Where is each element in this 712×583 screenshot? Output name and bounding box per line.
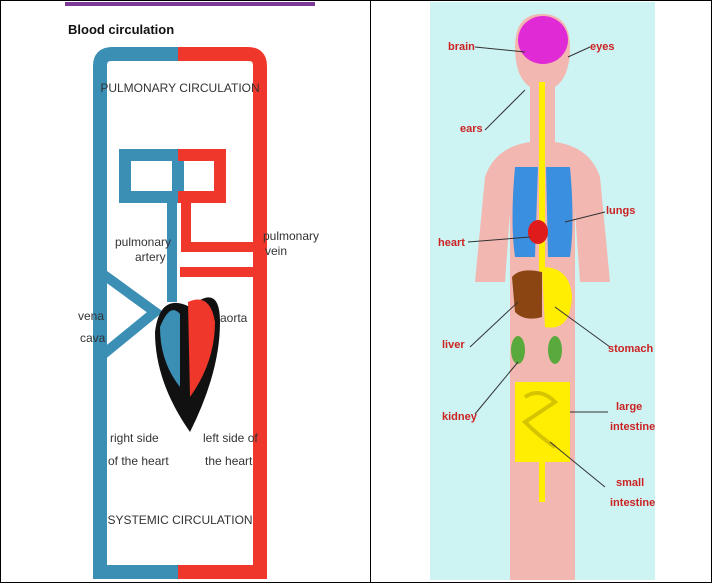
table-border-top	[0, 0, 712, 1]
pulmonary-loop-blue	[125, 162, 178, 197]
systemic-circulation-label: SYSTEMIC CIRCULATION	[107, 513, 252, 527]
large-intestine-label-1: large	[616, 401, 642, 413]
liver-organ	[512, 270, 542, 318]
ears-label: ears	[460, 123, 483, 135]
lungs-label: lungs	[606, 205, 635, 217]
heart-organ	[528, 220, 548, 244]
heart-label: heart	[438, 237, 465, 249]
pulmonary-vein-label-2: vein	[265, 244, 287, 258]
eyes-label: eyes	[590, 41, 614, 53]
large-intestine-label-2: intestine	[610, 421, 655, 433]
pulmonary-loop-red	[178, 155, 220, 197]
vena-cava-label-2: cava	[80, 331, 106, 345]
table-border-left	[0, 0, 1, 583]
right-side-label-1: right side	[110, 431, 159, 445]
pulmonary-artery-label-2: artery	[135, 250, 166, 264]
left-lung-organ	[513, 167, 539, 257]
accent-bar	[65, 2, 315, 6]
liver-label: liver	[442, 339, 465, 351]
pulmonary-artery-label-1: pulmonary	[115, 235, 171, 249]
right-lung-organ	[546, 167, 573, 257]
right-side-label-2: of the heart	[108, 454, 169, 468]
diagram-title: Blood circulation	[68, 22, 174, 37]
pulmonary-circulation-label: PULMONARY CIRCULATION	[100, 81, 259, 95]
right-kidney-organ	[548, 336, 562, 364]
kidney-label: kidney	[442, 411, 478, 423]
small-intestine-label-1: small	[616, 477, 644, 489]
small-intestine-label-2: intestine	[610, 497, 655, 509]
blood-circulation-diagram: Blood circulation PULMONARY CIRCULATION …	[60, 2, 320, 583]
aorta-label: aorta	[220, 311, 248, 325]
pulmonary-loop-blue-top	[125, 155, 178, 197]
stomach-label: stomach	[608, 343, 654, 355]
brain-label: brain	[448, 41, 475, 53]
brain-organ	[518, 16, 568, 64]
vena-cava-label-1: vena	[78, 309, 104, 323]
pulmonary-vein-vessel	[186, 202, 260, 247]
pulmonary-vein-label-1: pulmonary	[263, 229, 319, 243]
left-side-label-1: left side of	[203, 431, 258, 445]
vena-cava-diagonals	[100, 272, 155, 357]
table-divider	[370, 0, 371, 583]
human-body-diagram: brain eyes ears lungs heart liver stomac…	[430, 2, 655, 580]
left-kidney-organ	[511, 336, 525, 364]
left-side-label-2: the heart	[205, 454, 253, 468]
